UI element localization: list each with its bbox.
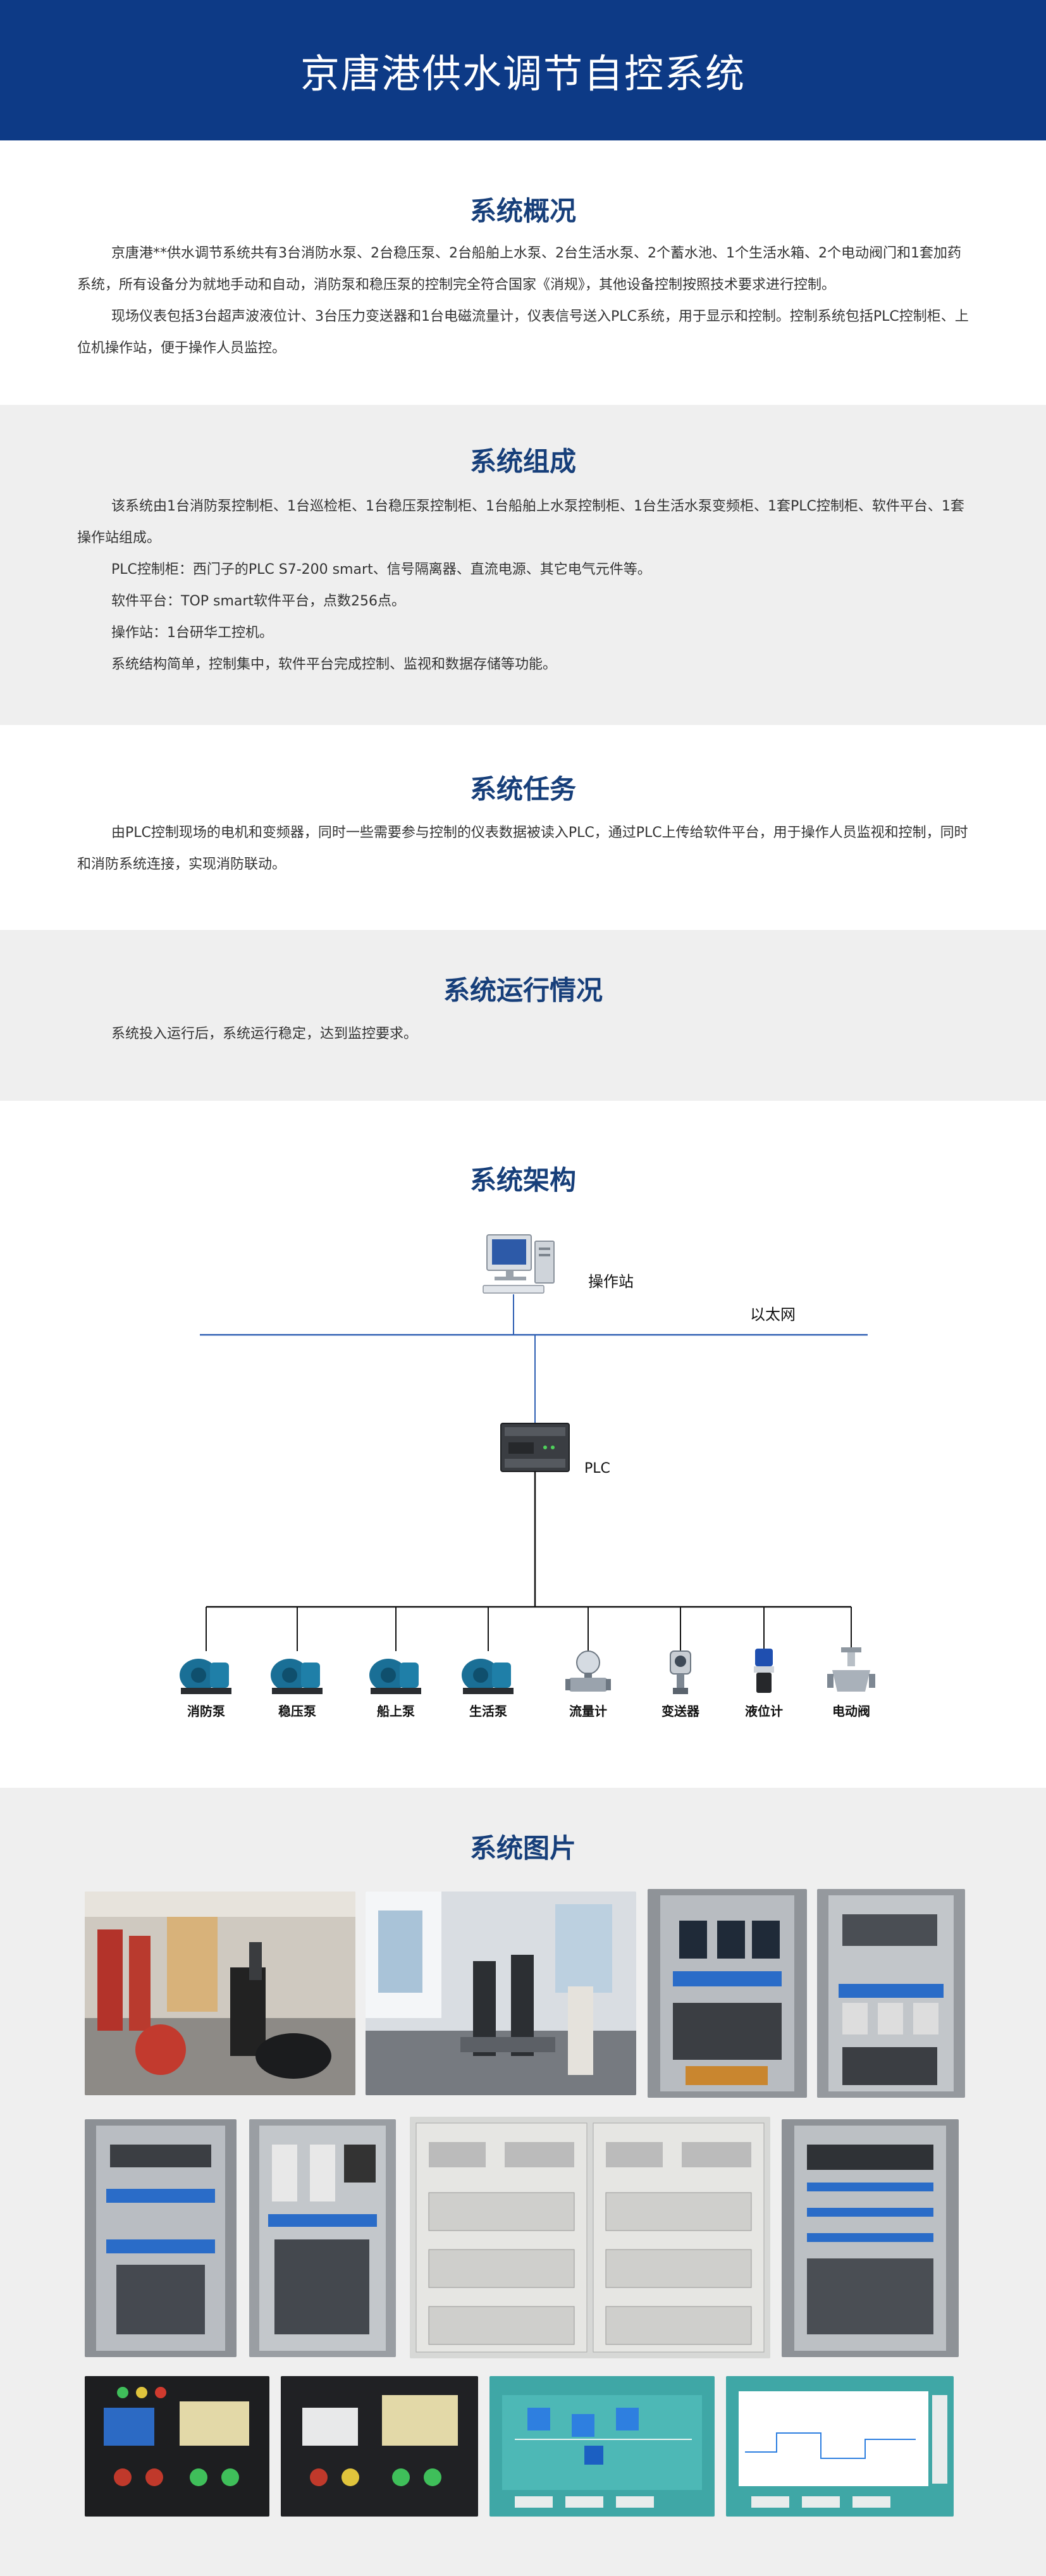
transmitter-icon (670, 1650, 691, 1694)
device-label: 生活泵 (469, 1704, 507, 1719)
section-architecture: 系统架构 操作站 以太网 PLC (0, 1101, 1046, 1788)
pump-icon (271, 1659, 323, 1694)
pump-icon (462, 1659, 514, 1694)
composition-paragraph-5: 系统结构简单，控制集中，软件平台完成控制、监视和数据存储等功能。 (111, 657, 557, 672)
overview-paragraph-1: 京唐港**供水调节系统共有3台消防水泵、2台稳压泵、2台船舶上水泵、2台生活水泵… (77, 245, 961, 293)
photo-mcc-panel (410, 2117, 770, 2358)
device-label: 稳压泵 (278, 1704, 316, 1719)
section-composition: 系统组成 该系统由1台消防泵控制柜、1台巡检柜、1台稳压泵控制柜、1台船舶上水泵… (0, 405, 1046, 725)
operation-heading: 系统运行情况 (443, 975, 603, 1006)
architecture-diagram: 操作站 以太网 PLC 消防泵 稳压泵 船上泵 生活泵 流量计 变送器 液位计 电动阀 (180, 1234, 875, 1719)
composition-paragraph-1: 该系统由1台消防泵控制柜、1台巡检柜、1台稳压泵控制柜、1台船舶上水泵控制柜、1… (77, 498, 964, 546)
pump-icon (180, 1659, 231, 1694)
photo-control-cabinet-4 (249, 2119, 396, 2357)
overview-heading: 系统概况 (469, 195, 576, 226)
pump-icon (369, 1659, 421, 1694)
photo-panel-door-2 (281, 2376, 478, 2517)
section-overview: 系统概况 京唐港**供水调节系统共有3台消防水泵、2台稳压泵、2台船舶上水泵、2… (0, 140, 1046, 405)
pictures-heading: 系统图片 (469, 1833, 576, 1864)
device-label: 液位计 (745, 1704, 783, 1719)
photo-panel-door-1 (85, 2376, 269, 2517)
task-paragraph-1: 由PLC控制现场的电机和变频器，同时一些需要参与控制的仪表数据被读入PLC，通过… (77, 825, 968, 872)
section-operation: 系统运行情况 系统投入运行后，系统运行稳定，达到监控要求。 (0, 930, 1046, 1101)
device-label: 消防泵 (187, 1704, 225, 1719)
composition-paragraph-2: PLC控制柜：西门子的PLC S7-200 smart、信号隔离器、直流电源、其… (111, 562, 651, 578)
section-task: 系统任务 由PLC控制现场的电机和变频器，同时一些需要参与控制的仪表数据被读入P… (0, 725, 1046, 930)
valve-icon (827, 1647, 875, 1692)
device-label: 流量计 (569, 1704, 607, 1719)
device-label: 电动阀 (832, 1704, 870, 1719)
photo-pump-room-2 (366, 1892, 636, 2095)
flowmeter-icon (565, 1650, 611, 1692)
photo-scada-screen-1 (489, 2376, 715, 2517)
page-header: 京唐港供水调节自控系统 (0, 0, 1046, 140)
page-title: 京唐港供水调节自控系统 (300, 51, 746, 97)
photo-plc-cabinet (782, 2119, 959, 2357)
device-label: 船上泵 (377, 1704, 415, 1719)
operation-paragraph-1: 系统投入运行后，系统运行稳定，达到监控要求。 (111, 1026, 418, 1042)
network-label: 以太网 (750, 1306, 796, 1323)
overview-paragraph-2: 现场仪表包括3台超声波液位计、3台压力变送器和1台电磁流量计，仪表信号送入PLC… (77, 309, 969, 356)
computer-icon (483, 1234, 555, 1294)
station-label: 操作站 (588, 1273, 634, 1291)
composition-paragraph-3: 软件平台：TOP smart软件平台，点数256点。 (111, 593, 406, 609)
architecture-heading: 系统架构 (469, 1165, 576, 1196)
composition-heading: 系统组成 (469, 446, 576, 477)
level-icon (754, 1649, 774, 1693)
photo-control-cabinet-3 (85, 2119, 237, 2357)
device-group: 消防泵 稳压泵 船上泵 生活泵 流量计 变送器 液位计 电动阀 (180, 1607, 875, 1719)
photo-scada-screen-2 (726, 2376, 954, 2517)
photo-pump-room-1 (85, 1892, 355, 2095)
task-heading: 系统任务 (469, 774, 576, 805)
plc-icon (500, 1423, 570, 1472)
plc-label: PLC (584, 1461, 610, 1477)
device-label: 变送器 (661, 1704, 700, 1719)
section-pictures: 系统图片 (0, 1788, 1046, 2576)
composition-paragraph-4: 操作站：1台研华工控机。 (111, 625, 273, 641)
photo-control-cabinet-2 (817, 1889, 965, 2098)
photo-control-cabinet-1 (648, 1889, 807, 2098)
